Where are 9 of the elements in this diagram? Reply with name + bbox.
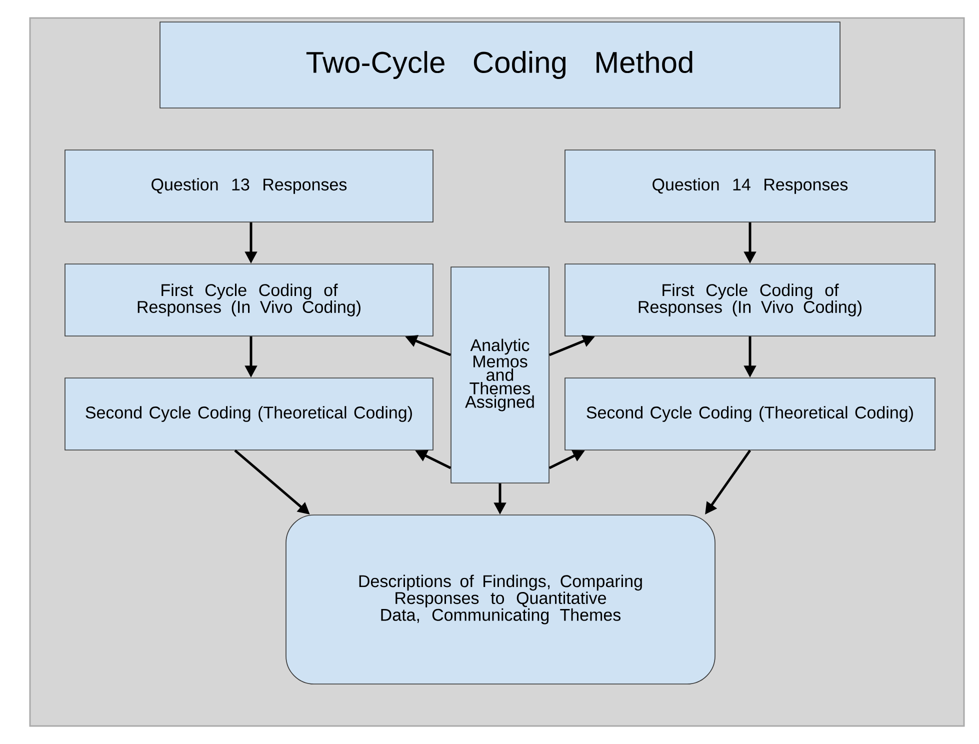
result-box: Descriptions of Findings, Comparing Responses to Quantitative Data, Communicating Themes (286, 514, 716, 684)
process-box: First Cycle Coding of Responses (In Vivo Coding) (64, 264, 434, 336)
process-box: Second Cycle Coding (Theoretical Coding) (64, 378, 434, 450)
process-box: First Cycle Coding of Responses (In Vivo Coding) (564, 264, 936, 336)
process-box: Analytic Memos and Themes Assigned (450, 266, 550, 484)
title-box: Two-Cycle Coding Method (160, 22, 840, 108)
process-box: Question 13 Responses (64, 150, 434, 222)
process-box: Question 14 Responses (564, 150, 936, 222)
process-box: Second Cycle Coding (Theoretical Coding) (564, 378, 936, 450)
